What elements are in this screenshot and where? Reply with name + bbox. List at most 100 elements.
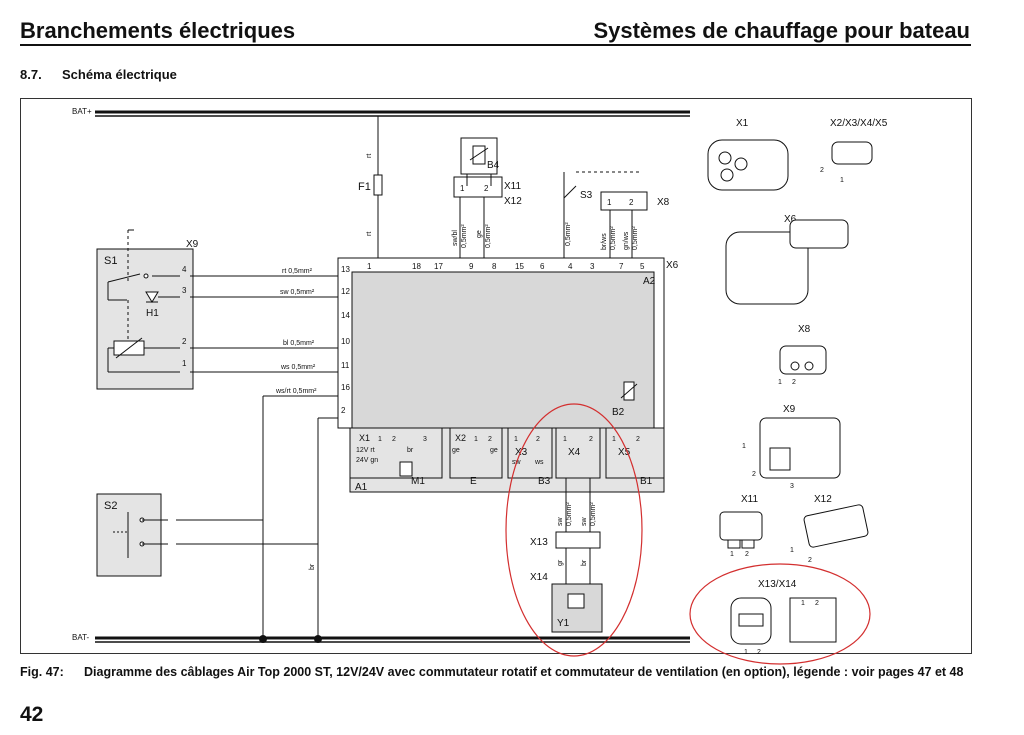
b3-label: B3	[538, 476, 551, 487]
wire-x8-a: br/ws	[601, 233, 608, 250]
switch-panel-s1: S1 X9 H1	[96, 229, 199, 390]
view-x12-pin2: 2	[808, 557, 812, 564]
x9-pin-3: 3	[182, 286, 187, 295]
view-x12-pin1: 1	[790, 547, 794, 554]
bat-minus-label: BAT-	[72, 633, 90, 642]
voltage-12v: 12V rt	[356, 447, 375, 454]
switch-s2: S2	[96, 493, 318, 577]
x11-label: X11	[504, 181, 521, 192]
connector-x8: 1 2 X8 br/ws 0,5mm² gn/ws 0,5mm²	[600, 191, 670, 258]
view-x2-x5: X2/X3/X4/X5	[830, 118, 888, 129]
wire-br-left: br	[309, 563, 316, 570]
a1-x3-pin-1: 1	[514, 436, 518, 443]
a1-x1-pin-1: 1	[378, 436, 382, 443]
a2-pin-2: 2	[341, 406, 346, 415]
wire-b4-a: sw/bl	[452, 230, 459, 246]
a1-x1-pin-2: 2	[392, 436, 396, 443]
view-x1: X1	[736, 118, 749, 129]
b4-label: B4	[487, 160, 500, 171]
e-label: E	[470, 476, 477, 487]
wire-x13-b: 0,5mm²	[566, 502, 573, 526]
view-x2-pin2: 2	[820, 167, 824, 174]
view-x14-pin1: 1	[801, 600, 805, 607]
x9-to-a2-wires: rt 0,5mm² sw 0,5mm² bl 0,5mm² ws 0,5mm² …	[190, 268, 338, 639]
highlight-circle-solenoid	[505, 403, 643, 657]
page-number: 42	[20, 703, 44, 726]
wire-bl: bl 0,5mm²	[283, 340, 315, 347]
wire-b4-d: 0,5mm²	[485, 224, 492, 248]
wire-rt: rt 0,5mm²	[282, 268, 313, 275]
a1-ge-a: ge	[452, 447, 460, 454]
section-title: Schéma électrique	[62, 67, 177, 82]
view-x8-pin2: 2	[792, 379, 796, 386]
x9-label: X9	[186, 239, 199, 250]
view-x11-pin2: 2	[745, 551, 749, 558]
a1-x4-pin-1: 1	[563, 436, 567, 443]
wire-x13-d: 0,5mm²	[590, 502, 597, 526]
view-x13-x14: X13/X14	[758, 579, 797, 590]
a1-x5-pin-2: 2	[636, 436, 640, 443]
control-unit-a2: A2 X6 B2	[337, 257, 679, 429]
a2-top-pin-1: 1	[367, 262, 372, 271]
heater-module-a1: A1 X1 1 2 3 12V rt 24V gn br M1 X2 1 2 g…	[349, 427, 665, 493]
a2-top-pin-15: 15	[515, 262, 524, 271]
s1-label: S1	[104, 255, 117, 267]
voltage-24v: 24V gn	[356, 457, 378, 464]
x9-pin-1: 1	[182, 359, 187, 368]
view-x14-pin2: 2	[815, 600, 819, 607]
a1-x5-label: X5	[618, 447, 631, 458]
svg-text:2: 2	[484, 184, 489, 193]
connector-x11-x12: 1 2 X11 X12 sw/bl 0,5mm² ge 0,5mm²	[452, 176, 522, 258]
header-left-title: Branchements électriques	[20, 18, 296, 43]
a2-label: A2	[643, 276, 656, 287]
a2-pin-13: 13	[341, 265, 350, 274]
wire-wsrt: ws/rt 0,5mm²	[275, 388, 317, 395]
view-x9-pin3: 3	[790, 483, 794, 490]
svg-text:2: 2	[629, 198, 634, 207]
x9-pin-2: 2	[182, 337, 187, 346]
s3-label: S3	[580, 190, 593, 201]
switch-s3: S3 0,5mm²	[563, 171, 640, 258]
wire-sw: sw 0,5mm²	[280, 289, 315, 296]
x6-label: X6	[666, 260, 679, 271]
wire-x13-c: sw	[581, 517, 588, 527]
a2-top-pin-7: 7	[619, 262, 624, 271]
wire-x8-d: 0,5mm²	[632, 226, 639, 250]
a2-pin-14: 14	[341, 311, 350, 320]
a1-x2-label: X2	[455, 433, 466, 443]
fuse-f1: F1 rt rt	[358, 116, 383, 258]
highlight-circle-connectors	[689, 563, 871, 665]
wire-x8-b: 0,5mm²	[610, 226, 617, 250]
header-right-title: Systèmes de chauffage pour bateau	[593, 18, 970, 43]
sensor-b4: B4	[460, 137, 500, 186]
view-x8: X8	[798, 324, 811, 335]
solenoid-chain: sw 0,5mm² sw 0,5mm² X13 X14 gr br Y1	[505, 403, 643, 657]
a2-top-pin-18: 18	[412, 262, 421, 271]
f1-label: F1	[358, 181, 371, 193]
view-x13-pin1: 1	[744, 649, 748, 656]
view-x12: X12	[814, 494, 832, 505]
a1-x2-pin-2: 2	[488, 436, 492, 443]
a1-x3-pin-2: 2	[536, 436, 540, 443]
a2-top-pins: 1 18 17 9 8 15 6 4 3 7 5	[367, 262, 645, 271]
m1-label: M1	[411, 476, 425, 487]
a1-x3-label: X3	[515, 447, 528, 458]
view-x2-pin1: 1	[840, 177, 844, 184]
a2-pin-12: 12	[341, 287, 350, 296]
a1-ws: ws	[534, 459, 544, 466]
a1-x2-pin-1: 1	[474, 436, 478, 443]
diagram-frame	[20, 98, 972, 654]
figure-caption: Diagramme des câblages Air Top 2000 ST, …	[84, 665, 964, 679]
a1-x4-label: X4	[568, 447, 581, 458]
a2-top-pin-8: 8	[492, 262, 497, 271]
view-x9: X9	[783, 404, 796, 415]
y1-label: Y1	[557, 618, 570, 629]
a2-pin-11: 11	[341, 361, 350, 370]
wire-b4-c: ge	[476, 230, 483, 238]
a1-ge-b: ge	[490, 447, 498, 454]
a2-pin-10: 10	[341, 337, 350, 346]
b1-label: B1	[640, 476, 653, 487]
x9-pin-4: 4	[182, 265, 187, 274]
view-x9-pin2: 2	[752, 471, 756, 478]
